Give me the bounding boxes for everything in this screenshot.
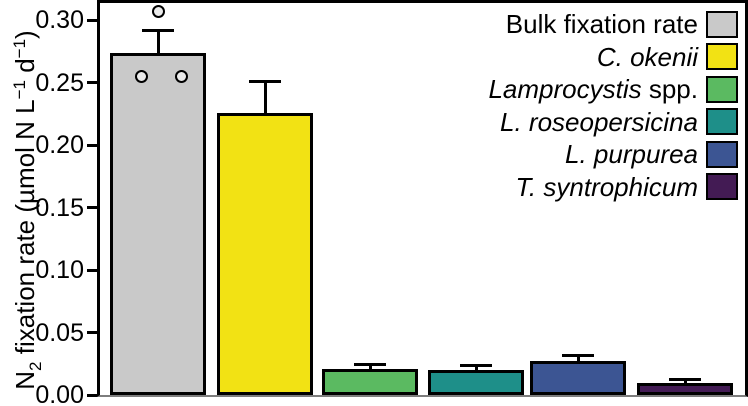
legend-swatch [706,43,738,71]
y-tick-mark [87,81,97,84]
y-tick-mark [87,206,97,209]
data-point-circle [134,69,148,83]
error-bar-cap [460,363,492,367]
legend-item-l-purpurea: L. purpurea [488,138,738,171]
data-point-circle [174,69,188,83]
error-bar-line [156,30,160,53]
legend-swatch [706,108,738,136]
legend-swatch [706,140,738,168]
legend-label: Lamprocystis spp. [488,74,698,105]
y-tick-mark [87,18,97,22]
legend-swatch [706,173,738,201]
legend-item-lamprocystis-spp: Lamprocystis spp. [488,73,738,106]
error-bar-line [576,355,580,362]
legend-swatch [706,10,738,38]
error-bar-cap [669,378,701,382]
legend-item-bulk-fixation-rate: Bulk fixation rate [488,8,738,41]
legend-item-c-okenii: C. okenii [488,41,738,74]
y-tick-mark [87,268,97,272]
bar-bulk-fixation-rate [110,52,206,395]
legend-label: L. purpurea [565,139,698,170]
legend-label: C. okenii [596,41,698,72]
bar-lamprocystis-spp [322,368,418,395]
legend-item-t-syntrophicum: T. syntrophicum [488,171,738,204]
legend-swatch [706,75,738,103]
y-axis-title-subscript: 2 [26,361,45,371]
data-point-circle [151,4,165,18]
error-bar-cap [354,362,386,366]
legend-item-l-roseopersicina: L. roseopersicina [488,106,738,139]
y-tick-label: 0.00 [35,381,84,406]
y-tick-label: 0.30 [35,6,84,34]
legend-label: L. roseopersicina [500,106,698,137]
error-bar-cap [562,353,594,357]
bar-l-roseopersicina [428,370,524,395]
error-bar-line [474,365,478,370]
error-bar-cap [249,79,281,83]
y-tick-label: 0.15 [35,193,84,222]
y-tick-label: 0.20 [35,131,84,159]
y-tick-mark [87,143,97,147]
y-tick-label: 0.10 [35,256,84,284]
legend-label: Bulk fixation rate [505,9,698,40]
legend-label: T. syntrophicum [515,171,698,202]
y-tick-label: 0.25 [35,68,84,97]
y-axis-title-superscript: −1 [10,38,29,59]
bar-l-purpurea [530,361,626,395]
y-tick-mark [87,393,97,397]
error-bar-line [263,81,267,113]
y-tick-label: 0.05 [35,318,84,347]
error-bar-line [368,364,372,369]
bar-c-okenii [217,112,313,395]
error-bar-cap [142,28,174,32]
bar-t-syntrophicum [637,382,733,395]
y-tick-mark [87,331,97,334]
